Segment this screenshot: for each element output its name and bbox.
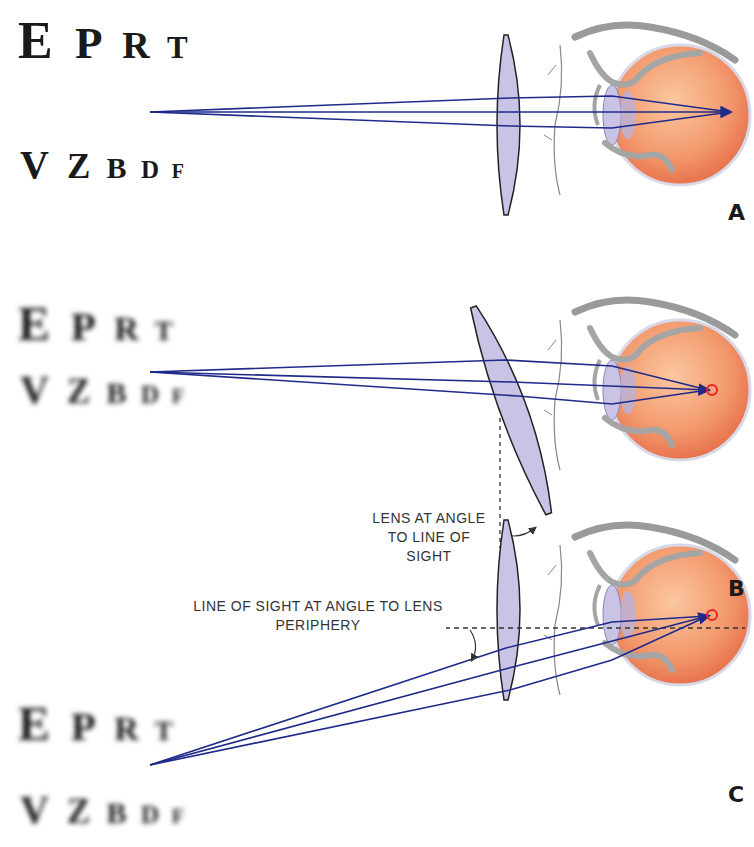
lens [497, 520, 520, 700]
panel-letter: B [728, 576, 745, 601]
light-rays [150, 96, 730, 128]
blur-circle [707, 610, 717, 620]
blurred-chart-row: E P R T [18, 300, 182, 348]
blurred-chart-row: E P R T [18, 700, 182, 748]
tilted-lens [463, 302, 564, 518]
light-rays [150, 616, 708, 765]
blurred-chart-row: V Z B D F [20, 790, 191, 830]
light-rays [150, 360, 708, 404]
panel-letter: C [728, 782, 744, 807]
angle-arrow [470, 630, 476, 660]
panel-a [150, 25, 750, 215]
annotation: LINE OF SIGHT AT ANGLE TO LENS PERIPHERY [190, 596, 446, 636]
blurred-chart-row: V Z B D F [20, 370, 191, 410]
blur-circle [707, 385, 717, 395]
eye-chart-row: E P R T [18, 15, 198, 67]
lens-axis [445, 627, 745, 628]
reference-line [499, 418, 500, 548]
panel-letter: A [728, 200, 745, 225]
annotation: LENS AT ANGLE TO LINE OF SIGHT [360, 508, 498, 567]
eye-chart-row: V Z B D F [20, 145, 191, 185]
